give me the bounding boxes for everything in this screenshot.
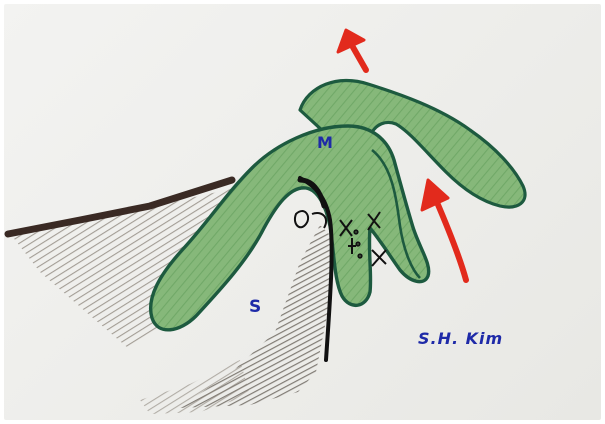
label-s: S xyxy=(249,299,261,316)
lower-shading xyxy=(140,360,250,414)
rotation-arrow-top xyxy=(338,30,366,70)
author-signature: S.H. Kim xyxy=(418,331,503,347)
label-m: M xyxy=(317,135,333,151)
